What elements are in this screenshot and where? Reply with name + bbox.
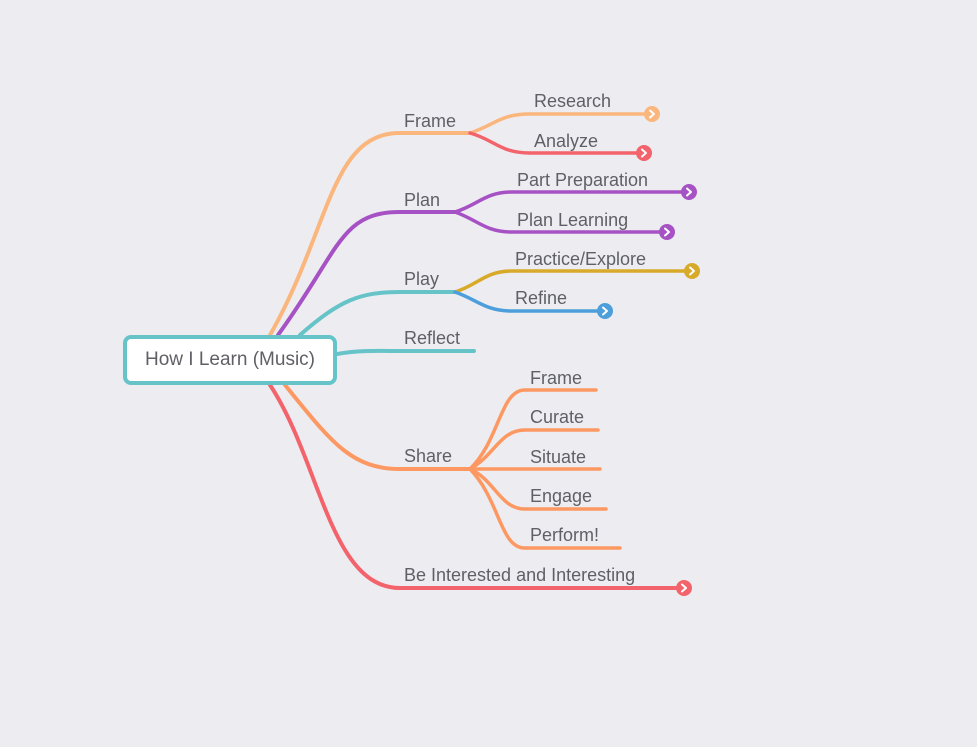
connector-be-interested: [268, 383, 678, 590]
subtopic-curate[interactable]: Curate: [530, 407, 585, 427]
subtopic-share-frame[interactable]: Frame: [530, 368, 583, 388]
subtopic-plan-learning[interactable]: Plan Learning: [517, 210, 629, 230]
topic-frame[interactable]: Frame: [404, 111, 457, 131]
expand-plan-learning-icon[interactable]: [659, 224, 675, 240]
subtopic-situate[interactable]: Situate: [530, 447, 587, 467]
connector-curate: [468, 428, 600, 471]
connector-refine: [453, 290, 599, 313]
subtopic-perform[interactable]: Perform!: [530, 525, 600, 545]
expand-practice-explore-icon[interactable]: [684, 263, 700, 279]
root-topic[interactable]: How I Learn (Music): [123, 335, 337, 385]
subtopic-part-preparation[interactable]: Part Preparation: [517, 170, 649, 190]
subtopic-analyze[interactable]: Analyze: [534, 131, 599, 151]
connector-analyze: [468, 131, 638, 155]
topic-share[interactable]: Share: [404, 446, 453, 466]
expand-analyze-icon[interactable]: [636, 145, 652, 161]
subtopic-engage[interactable]: Engage: [530, 486, 593, 506]
expand-part-preparation-icon[interactable]: [681, 184, 697, 200]
topic-plan[interactable]: Plan: [404, 190, 441, 210]
connector-research: [468, 112, 646, 135]
connector-part-preparation: [453, 190, 683, 214]
expand-refine-icon[interactable]: [597, 303, 613, 319]
connector-play: [298, 290, 457, 337]
connector-share-frame: [468, 388, 598, 471]
subtopic-practice-explore[interactable]: Practice/Explore: [515, 249, 647, 269]
connector-engage: [468, 467, 608, 511]
connector-share: [283, 383, 472, 471]
subtopic-refine[interactable]: Refine: [515, 288, 568, 308]
topic-play[interactable]: Play: [404, 269, 440, 289]
expand-research-icon[interactable]: [644, 106, 660, 122]
topic-be-interested[interactable]: Be Interested and Interesting: [404, 565, 636, 585]
connector-plan: [276, 210, 457, 337]
root-topic-label: How I Learn (Music): [145, 349, 315, 370]
connector-plan-learning: [453, 210, 661, 234]
subtopic-research[interactable]: Research: [534, 91, 612, 111]
connector-reflect: [335, 348, 476, 356]
expand-be-interested-icon[interactable]: [676, 580, 692, 596]
connector-practice-explore: [453, 269, 686, 294]
connector-perform: [468, 467, 622, 550]
topic-reflect[interactable]: Reflect: [404, 328, 461, 348]
connector-frame: [268, 131, 472, 337]
